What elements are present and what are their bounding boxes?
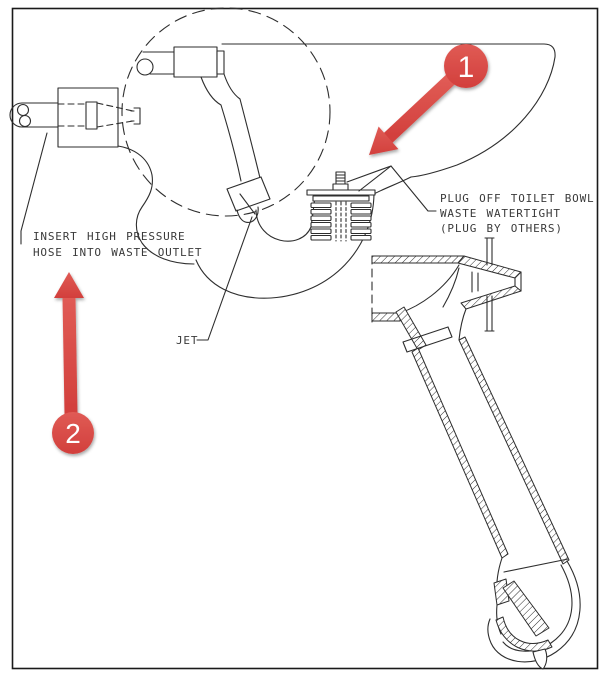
pipe-wall-right — [458, 336, 570, 565]
annotation-text-line: JET — [176, 334, 198, 347]
flush-valve-assembly — [136, 46, 271, 223]
step-2-arrow-shaft — [62, 296, 78, 415]
mounting-stud — [484, 237, 495, 332]
step-2-arrowhead — [54, 272, 84, 298]
step-2-marker: 2 — [52, 272, 94, 454]
elbow-wall-tab — [493, 578, 510, 606]
pipe-coupling — [402, 326, 453, 353]
valve-flange — [216, 50, 225, 75]
detail-circle — [121, 7, 331, 217]
annotation-text-line: WASTE WATERTIGHT — [440, 207, 561, 220]
suction-pipe — [402, 326, 581, 670]
hose-fitting-hidden — [85, 101, 98, 130]
annotation-text-line: INSERT HIGH PRESSURE — [33, 230, 185, 243]
section-line — [503, 558, 569, 573]
jet-collar — [226, 176, 271, 212]
annotation-text-line: PLUG OFF TOILET BOWL — [440, 192, 594, 205]
outlet-top-wall — [371, 255, 465, 264]
annotation-text-line: HOSE INTO WASTE OUTLET — [33, 246, 202, 259]
leader-line — [196, 216, 253, 341]
plug-ribs — [310, 202, 372, 241]
hose-end-coil — [16, 103, 30, 117]
step-1-arrow-shaft — [383, 74, 456, 143]
jet-tip — [236, 206, 259, 223]
leader-line — [20, 132, 48, 245]
step-1-badge — [444, 44, 488, 88]
step-1-number: 1 — [458, 51, 475, 84]
step-2-badge — [52, 412, 94, 454]
supply-inlet-end — [136, 58, 154, 76]
page-border — [11, 7, 599, 670]
waste-plug — [306, 171, 376, 242]
elbow-drip-tip — [532, 648, 548, 670]
annotation-insert-hose: INSERT HIGH PRESSURE HOSE INTO WASTE OUT… — [20, 132, 202, 259]
elbow-jet-wedge — [502, 580, 550, 637]
trap-weir-curve — [255, 209, 312, 242]
annotation-text-line: (PLUG BY OTHERS) — [440, 222, 563, 235]
step-1-arrowhead — [369, 126, 399, 155]
section-view-waste-outlet — [371, 237, 522, 351]
step-1-marker: 1 — [369, 44, 488, 155]
elbow-bottom-wall — [495, 616, 553, 652]
plug-top-flange — [306, 189, 376, 196]
leader-line — [346, 165, 437, 212]
step-2-number: 2 — [65, 418, 81, 449]
outlet-taper-top — [457, 255, 522, 279]
pipe-elbow — [487, 557, 581, 670]
annotation-jet: JET — [176, 216, 253, 347]
high-pressure-hose — [9, 87, 141, 148]
branch-wall — [395, 306, 427, 351]
plug-centerlines — [335, 201, 347, 242]
nozzle-tip — [130, 107, 141, 125]
hose-end-coil — [18, 114, 32, 128]
outlet-bottom-wall — [371, 312, 401, 322]
outlet-taper-bottom — [460, 285, 522, 310]
annotation-plug: PLUG OFF TOILET BOWL WASTE WATERTIGHT (P… — [346, 165, 594, 235]
valve-body — [173, 46, 218, 78]
toilet-bowl-outline — [117, 43, 556, 299]
pipe-wall-left — [411, 347, 509, 559]
waste-outlet-housing — [57, 87, 119, 148]
